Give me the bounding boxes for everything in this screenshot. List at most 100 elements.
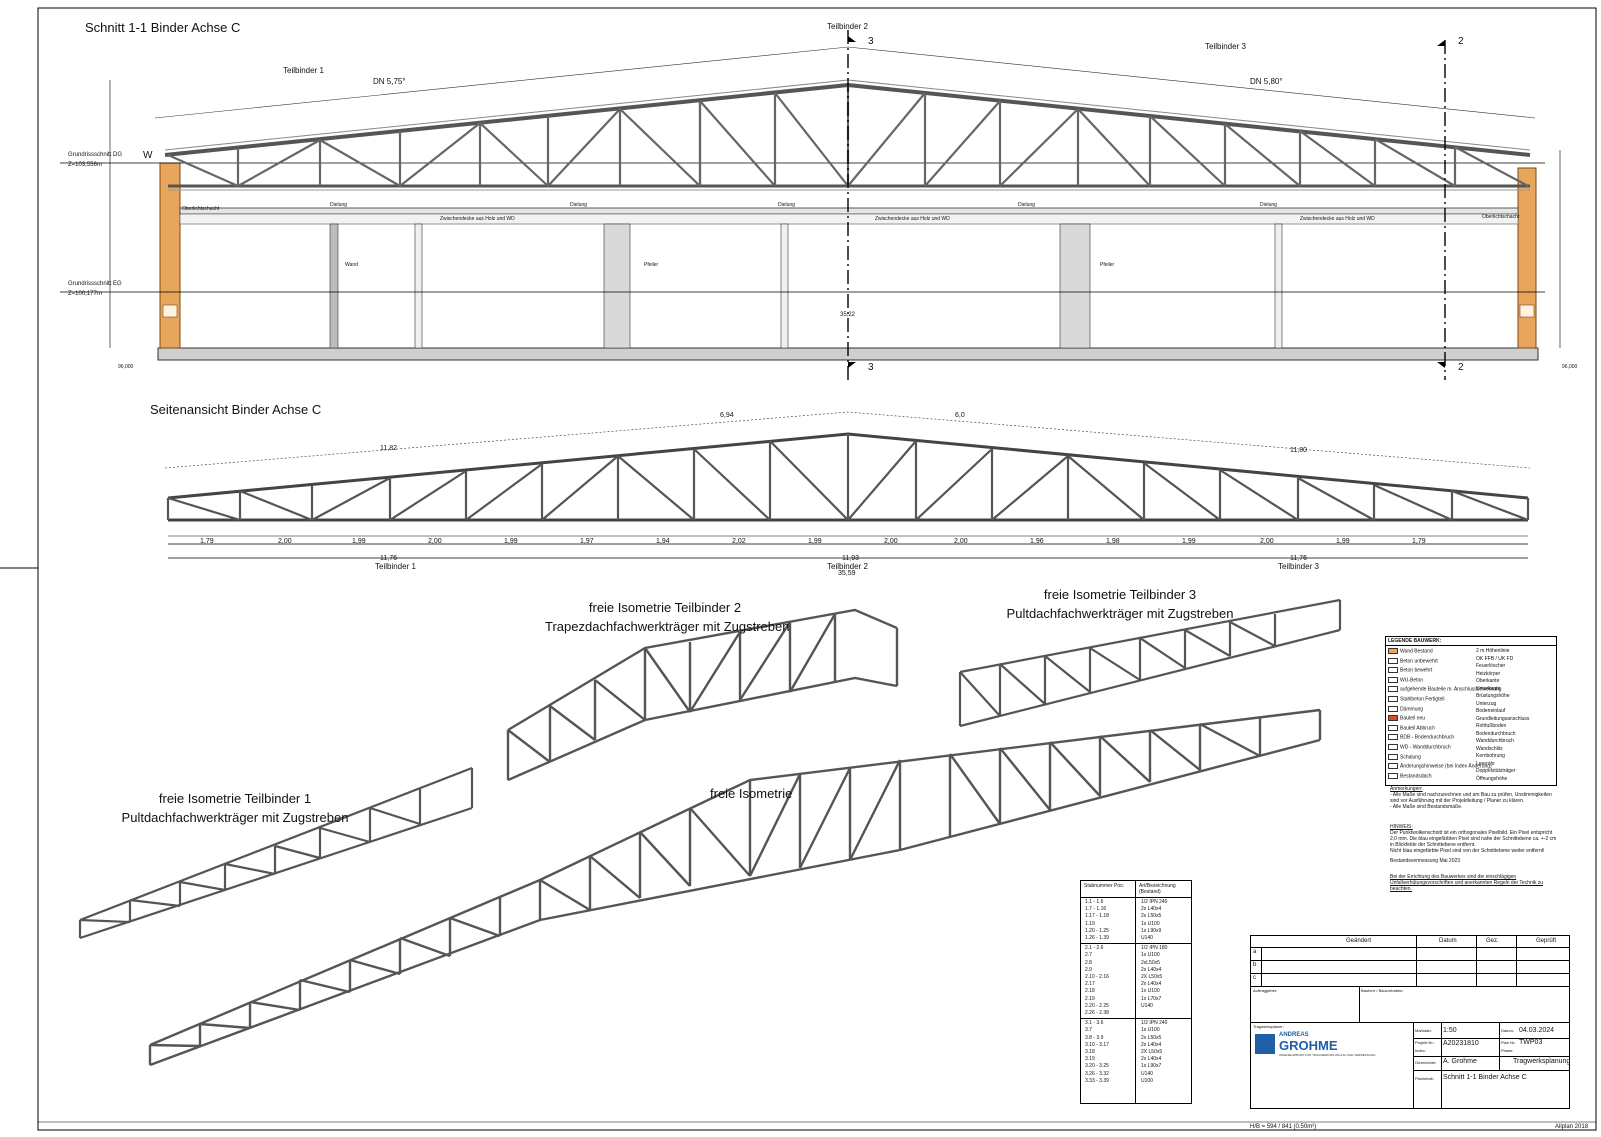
wall-label: Wand — [345, 262, 358, 268]
iso-teilbinder-3 — [958, 598, 1342, 728]
member-table-pos: 2.10 - 2.16 — [1085, 974, 1109, 980]
axis-marker-w: W — [143, 150, 153, 161]
legend-swatch-icon — [1388, 667, 1398, 674]
member-table-header: Stabnummer Pos: Art/Bezeichnung (Bestand… — [1081, 881, 1191, 1103]
member-table-pos: 3.19 — [1085, 1056, 1095, 1063]
legend-swatch-icon — [1388, 734, 1398, 741]
roof-pitch-right: DN 5,80° — [1250, 77, 1283, 86]
tb-gezeichnet-label: Gezeichnet: — [1415, 1060, 1437, 1065]
legend-swatch-icon — [1388, 753, 1398, 760]
section-marker-2-bottom: 2 — [1458, 362, 1464, 373]
label-teilbinder-1: Teilbinder 1 — [283, 66, 324, 75]
iso2-title-line1: freie Isometrie Teilbinder 2 — [588, 600, 742, 615]
pillar-right — [1059, 223, 1091, 349]
section-marker-3-top: 3 — [868, 36, 874, 47]
member-table-profile: 2x L40x4 — [1141, 906, 1162, 913]
legend-swatch-icon — [1388, 657, 1398, 664]
bottom-dimension-label: 1,99 — [352, 538, 366, 545]
legend-right-item: Bodeneinlauf — [1476, 708, 1506, 714]
iso1-title-line1: freie Isometrie Teilbinder 1 — [158, 791, 312, 806]
tb-index-label: Index: — [1415, 1048, 1426, 1053]
member-table-pos: 2.1 - 2.6 — [1085, 945, 1104, 952]
legend-left-item: Stahlbeton Fertigteil — [1388, 696, 1444, 702]
top-tb2-right: 6,0 — [955, 412, 965, 419]
member-table-pos: 3.33 - 3.39 — [1085, 1077, 1109, 1084]
tb-projekt: A20231810 — [1443, 1040, 1479, 1047]
member-table-profile: U140 — [1141, 1070, 1153, 1077]
legend-right-item: Rohfußboden — [1476, 723, 1507, 729]
legend-right-item: Heizkörper — [1476, 670, 1501, 677]
legend-left-text: Dämmung — [1400, 705, 1424, 712]
legend-left-text: BDB - Bodendurchbruch — [1400, 734, 1455, 741]
section-marker-3-bottom: 3 — [868, 362, 874, 373]
notes-line3: Der Punktwolkenschnitt ist ein orthogona… — [1390, 830, 1557, 848]
legend-title: LEGENDE BAUWERK: — [1386, 637, 1556, 646]
legend-right-item: Öffnungshöhe — [1476, 775, 1508, 782]
tb-plan-label: Plan Nr.: — [1501, 1040, 1517, 1045]
elev-right: 96,000 — [1562, 364, 1578, 370]
software-label: Allplan 2018 — [1555, 1124, 1589, 1130]
oberlicht-right: Oberlichtschacht — [1482, 214, 1520, 220]
member-table-pos: 2.7 — [1085, 952, 1092, 959]
member-table-profile: U140 — [1141, 1002, 1153, 1009]
z-eg-label: Z=100,177m — [68, 291, 102, 297]
bottom-dimension-label: 1,99 — [504, 538, 518, 545]
member-table-pos: 2.17 — [1085, 981, 1095, 988]
tb-datum-label: Datum: — [1501, 1028, 1514, 1033]
notes-hinweis: HINWEIS: — [1390, 824, 1413, 830]
legend-right-item: Wandschlitz — [1476, 745, 1503, 752]
tb-phase: Tragwerksplanung — [1513, 1058, 1571, 1065]
bottom-dimension-label: 1,98 — [1106, 538, 1120, 545]
wall-column — [329, 223, 339, 349]
legend-swatch-icon — [1388, 744, 1398, 750]
side-span-tb3: 11,76 — [1290, 555, 1307, 562]
iso1-title-line2: Pultdachfachwerkträger mit Zugstreben — [121, 810, 349, 825]
legend-left-text: Bauteil Abbruch — [1400, 725, 1436, 732]
side-total-span: 35,59 — [838, 570, 856, 577]
legend-left-item: Bauteil neu — [1388, 715, 1425, 722]
legend-swatch-icon — [1388, 724, 1398, 731]
zwischendecke-3: Zwischendecke aus Holz und WD — [1300, 216, 1375, 222]
legend-left-item: aufgehende Bauteile m. Anschlussbewehrun… — [1388, 686, 1501, 693]
tb-gez: Gez. — [1486, 938, 1499, 944]
member-table-pos: 3.7 — [1085, 1027, 1092, 1034]
title-block: Geändert Datum Gez. Geprüft a b c Auftra… — [1250, 935, 1570, 1109]
section-drawing — [60, 30, 1561, 380]
legend-right-item: Bodendurchbruch — [1476, 730, 1516, 737]
side-view-drawing — [164, 411, 1531, 559]
iso3-title-line2: Pultdachfachwerkträger mit Zugstreben — [1006, 606, 1234, 621]
section-marker-2-top: 2 — [1458, 36, 1464, 47]
bottom-dimension-label: 1,99 — [1336, 538, 1350, 545]
dielung-4: Dielung — [1018, 202, 1035, 208]
member-table-profile: 1x L90x9 — [1141, 927, 1162, 934]
member-table-profile: 1x L70x7 — [1141, 995, 1162, 1002]
dielung-5: Dielung — [1260, 202, 1277, 208]
tb-auftraggeber: Auftraggeber: — [1253, 988, 1278, 993]
side-label-tb2: Teilbinder 2 — [827, 562, 868, 571]
tb-massstab: 1:50 — [1443, 1027, 1457, 1034]
side-label-tb1: Teilbinder 1 — [375, 562, 416, 571]
grundriss-eg-label: Grundrissschnitt EG — [68, 281, 122, 287]
member-table-pos: 1.19 — [1085, 920, 1095, 927]
legend-left-text: Stahlbeton Fertigteil — [1400, 696, 1445, 703]
bottom-dimension-label: 1,94 — [656, 538, 670, 545]
top-span-left: 11,82 — [380, 445, 397, 452]
member-table-profile: U140 — [1141, 935, 1153, 941]
legend-left-text: Änderungshinweise (bei Index Änderung) — [1400, 763, 1492, 770]
legend-left-text: Beton bewehrt — [1400, 667, 1433, 674]
iso-full-title: freie Isometrie — [710, 786, 793, 801]
member-table-profile: 1/2 IPN 180 — [1141, 945, 1168, 952]
legend-right-item: 2 m Höhenlinie — [1476, 648, 1510, 654]
member-table-pos: 2.26 - 2.38 — [1085, 1010, 1109, 1016]
notes-heading: Anmerkungen: — [1390, 786, 1423, 792]
tb-row-b: b — [1253, 962, 1257, 968]
bottom-dimension-label: 2,00 — [428, 538, 442, 545]
roof-pitch-left: DN 5,75° — [373, 77, 406, 86]
legend-right-item: Oberkante — [1476, 678, 1500, 684]
pillar-left — [603, 223, 631, 349]
tb-projekt-label: Projekt Nr.: — [1415, 1040, 1435, 1045]
bottom-dimension-label: 2,00 — [1260, 538, 1274, 545]
iso2-title-line2: Trapezdachfachwerkträger mit Zugstreben — [545, 619, 790, 634]
legend-left-item: Wand Bestand — [1388, 648, 1433, 654]
